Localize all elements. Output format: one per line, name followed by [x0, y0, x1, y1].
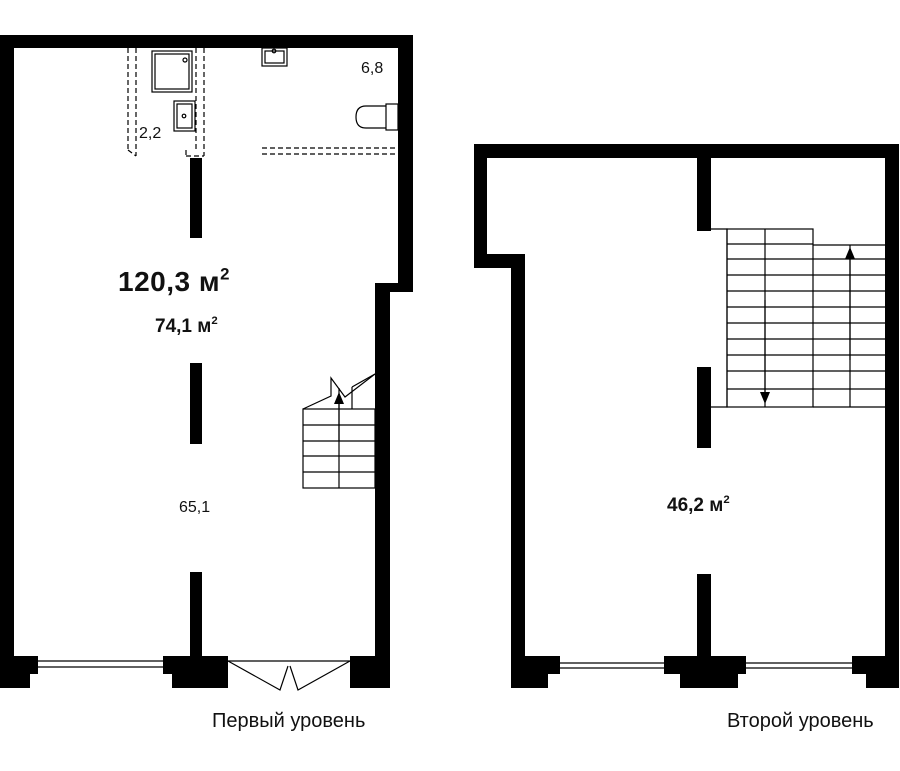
- level2-partition: [697, 574, 711, 658]
- level1-living-value: 74,1 м: [155, 316, 212, 337]
- level2-pier: [664, 656, 746, 688]
- level1-door: [227, 660, 351, 691]
- kitchen-area-label: 6,8: [361, 60, 384, 77]
- level1-walls: [0, 35, 413, 672]
- kitchen-sink-icon: [261, 47, 288, 67]
- level2-window-left: [560, 662, 664, 669]
- level1-living-area: 74,1 м2: [155, 315, 218, 338]
- level2-area-unit-sup: 2: [723, 494, 730, 507]
- level1-total-unit-sup: 2: [220, 264, 230, 284]
- bathroom-sink-icon: [173, 100, 196, 132]
- shower-icon: [151, 50, 193, 93]
- level2-walls: [474, 144, 899, 673]
- level1-corner-left: [0, 656, 38, 688]
- level1-stairs: [302, 373, 376, 489]
- level2-plan: [474, 144, 899, 688]
- level2-caption: Второй уровень: [727, 710, 874, 732]
- level1-caption: Первый уровень: [212, 710, 366, 732]
- level1-pier: [163, 656, 228, 688]
- level1-partition: [190, 572, 202, 656]
- level2-partition: [697, 367, 711, 448]
- level1-plan: [0, 35, 413, 691]
- level2-area: 46,2 м2: [667, 494, 730, 517]
- level2-window-right: [746, 662, 852, 669]
- level1-partition: [190, 363, 202, 444]
- level2-partition: [697, 158, 711, 231]
- level1-total-value: 120,3 м: [118, 266, 221, 297]
- level2-area-value: 46,2 м: [667, 495, 724, 516]
- toilet-icon: [355, 103, 399, 131]
- level2-corner-left: [511, 656, 560, 688]
- level2-corner-right: [852, 656, 899, 688]
- level1-bathroom-partition: [127, 48, 398, 157]
- level1-corner-right: [350, 656, 390, 688]
- level1-total-area: 120,3 м2: [118, 264, 230, 298]
- bathroom-area-label: 2,2: [139, 125, 162, 142]
- level1-window-left: [38, 660, 163, 668]
- level2-stairs: [711, 228, 885, 408]
- main-room-area-label: 65,1: [179, 499, 211, 516]
- level1-partition: [190, 158, 202, 238]
- level1-living-unit-sup: 2: [211, 315, 218, 328]
